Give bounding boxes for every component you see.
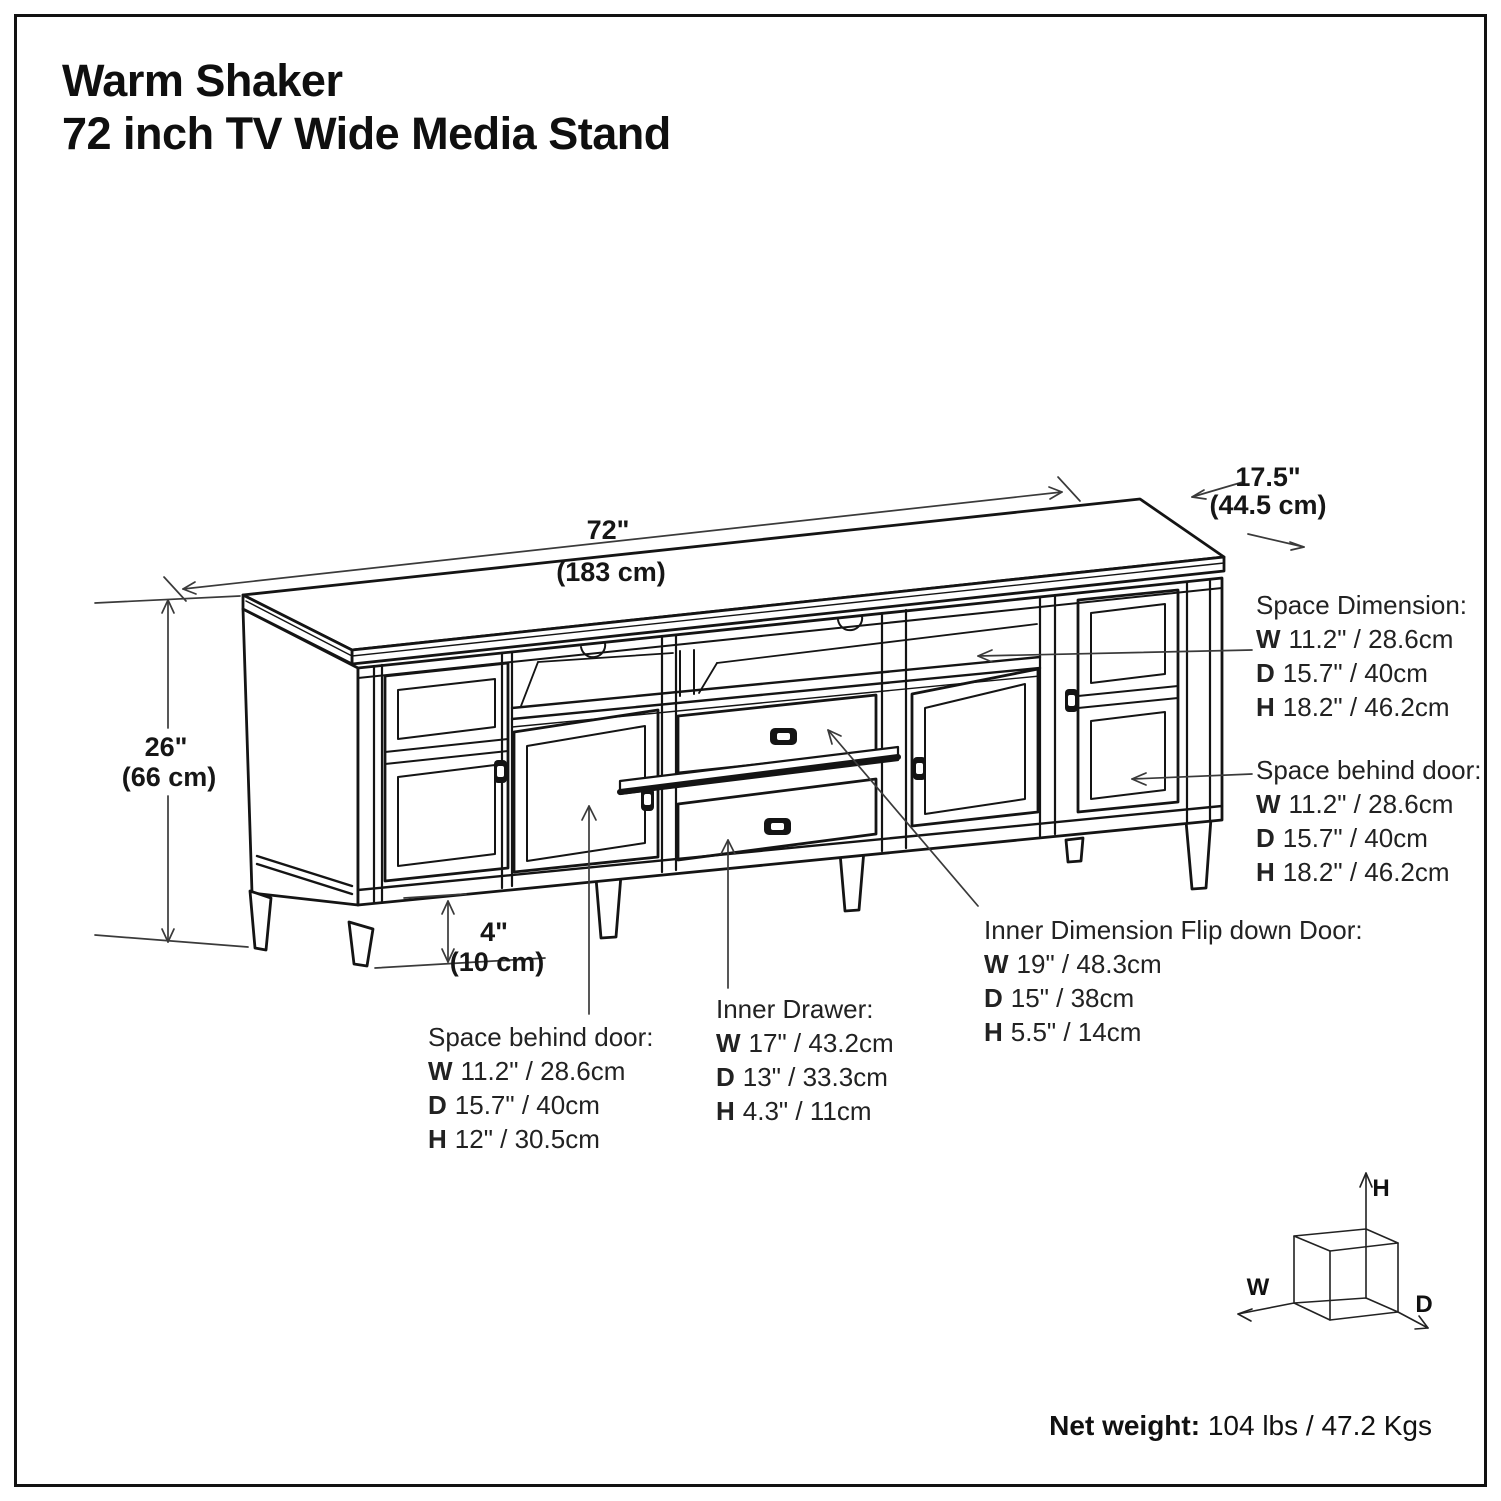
product-name: Warm Shaker [62,55,343,106]
leg-height-dimension-label-metric: (10 cm) [449,947,545,977]
axis-label-h: H [1372,1175,1390,1202]
height-dimension-label-metric: (66 cm) [121,762,217,792]
leg-height-dimension-line [374,893,546,969]
depth-dimension-label-inches: 17.5" [1235,462,1301,492]
callout-heading: Inner Dimension Flip down Door: [984,915,1363,945]
net-weight-value: 104 lbs / 47.2 Kgs [1207,1410,1432,1441]
shelf-divider [679,649,695,697]
drawer-bottom [676,777,878,862]
height-dimension-line [94,595,249,948]
axis-label-w: W [1246,1274,1270,1301]
callout-heading: Space Dimension: [1256,590,1467,620]
width-dimension-label-metric: (183 cm) [556,557,666,587]
height-dimension-label-inches: 26" [144,732,188,762]
leg-height-dimension-label-inches: 4" [480,917,508,947]
page-title: Warm Shaker 72 inch TV Wide Media Stand [62,54,671,160]
product-subtitle: 72 inch TV Wide Media Stand [62,108,671,159]
callout-heading: Space behind door: [428,1022,654,1052]
media-stand-drawing [241,497,1226,968]
space-behind-door-right-arrow [1131,772,1253,786]
net-weight-label: Net weight: [1049,1410,1201,1441]
width-dimension-line [163,476,1081,602]
top-panel [241,497,1226,666]
inner-drawer-arrow [720,839,736,989]
depth-dimension-line [1191,481,1305,551]
net-weight: Net weight: 104 lbs / 47.2 Kgs [1049,1410,1432,1442]
open-shelf-left [520,642,674,707]
door-left [383,661,510,883]
cable-notch-right [837,615,864,632]
axis-label-d: D [1415,1291,1433,1318]
callout-heading: Space behind door: [1256,755,1482,785]
handles [494,689,1078,835]
space-behind-door-left-arrow [581,805,597,1015]
axis-cube-icon [1237,1172,1429,1330]
depth-dimension-label-metric: (44.5 cm) [1209,490,1327,520]
width-dimension-label-inches: 72" [586,515,630,545]
media-shelf-bar [617,745,901,796]
front-stiles [372,578,1212,905]
door-mid-left [512,708,660,874]
callout-heading: Inner Drawer: [716,994,874,1024]
door-mid-right [910,667,1040,828]
door-right [1076,588,1180,814]
flip-down-door-arrow [827,729,979,907]
cable-notch-left [580,642,607,659]
dimension-lines [94,476,1305,1015]
space-dimension-arrow [977,649,1253,663]
open-shelf-right [698,615,1038,694]
